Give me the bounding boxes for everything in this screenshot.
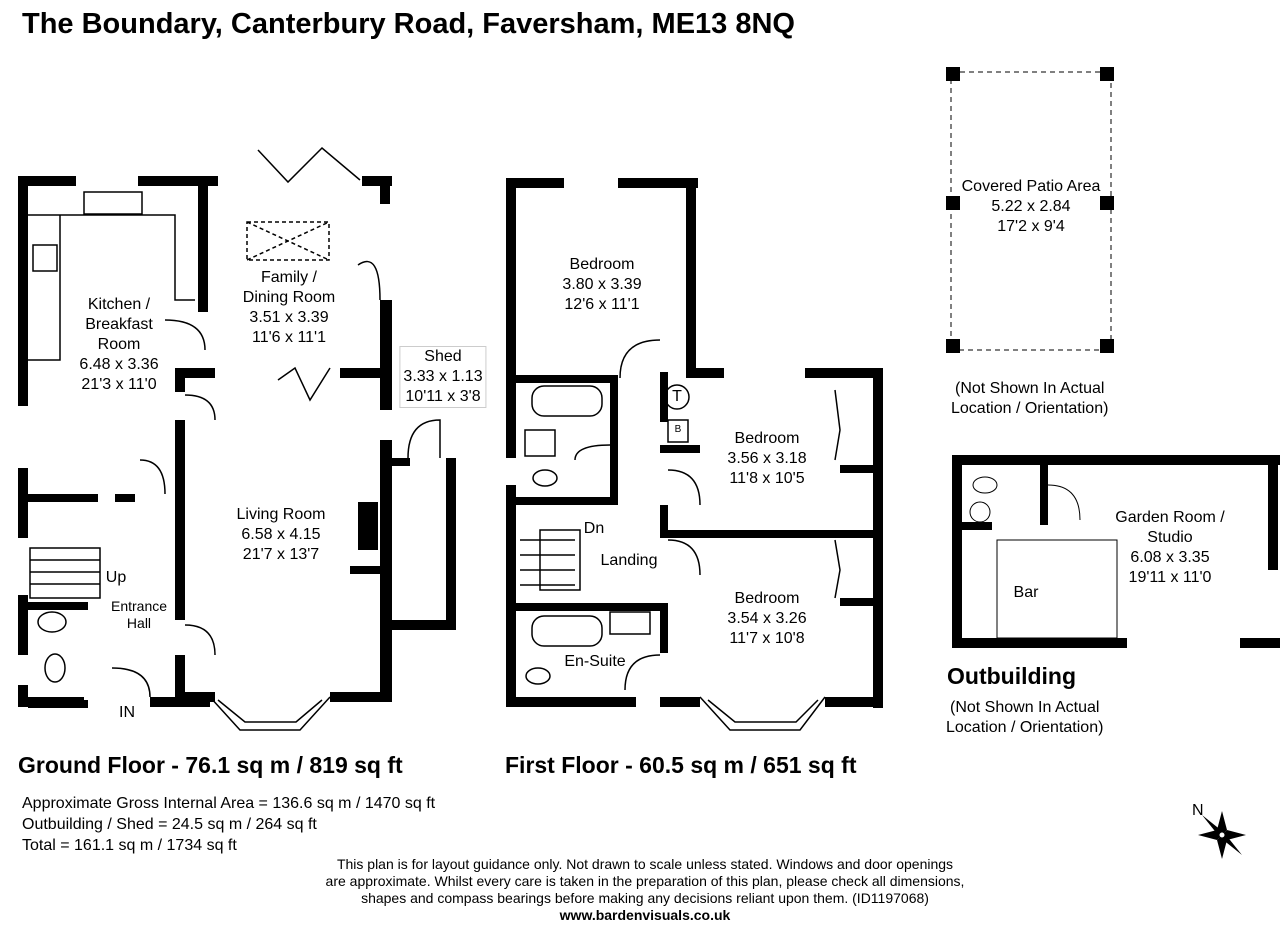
area-summary: Approximate Gross Internal Area = 136.6 … xyxy=(22,793,435,856)
outbuilding-area: Outbuilding / Shed = 24.5 sq m / 264 sq … xyxy=(22,816,317,833)
total-area: Total = 161.1 sq m / 1734 sq ft xyxy=(22,837,237,854)
en-suite-label: En-Suite xyxy=(564,653,626,670)
ground-floor-walls xyxy=(18,176,456,708)
bar-label: Bar xyxy=(1013,584,1039,601)
compass-north-label: N xyxy=(1192,802,1204,819)
first-floor-title: First Floor - 60.5 sq m / 651 sq ft xyxy=(505,752,857,778)
compass xyxy=(1198,811,1246,859)
entry-in-label: IN xyxy=(119,704,135,721)
gross-area: Approximate Gross Internal Area = 136.6 … xyxy=(22,795,436,812)
ground-floor-details xyxy=(28,146,441,731)
ground-floor-title: Ground Floor - 76.1 sq m / 819 sq ft xyxy=(18,752,403,778)
website-link[interactable]: www.bardenvisuals.co.uk xyxy=(559,907,731,923)
page-title: The Boundary, Canterbury Road, Faversham… xyxy=(22,8,795,40)
landing-label: Landing xyxy=(600,552,658,569)
garden-room-drawing xyxy=(952,455,1280,648)
first-floor-walls xyxy=(506,178,883,708)
outbuilding-title: Outbuilding xyxy=(947,663,1077,689)
stairs-up-label: Up xyxy=(105,569,127,586)
first-floor-details xyxy=(520,339,841,731)
tank-label: T xyxy=(672,388,682,405)
boiler-label: B xyxy=(674,424,682,435)
patio-drawing xyxy=(946,67,1114,353)
stairs-down-label: Dn xyxy=(583,520,605,537)
disclaimer: This plan is for layout guidance only. N… xyxy=(325,856,965,923)
